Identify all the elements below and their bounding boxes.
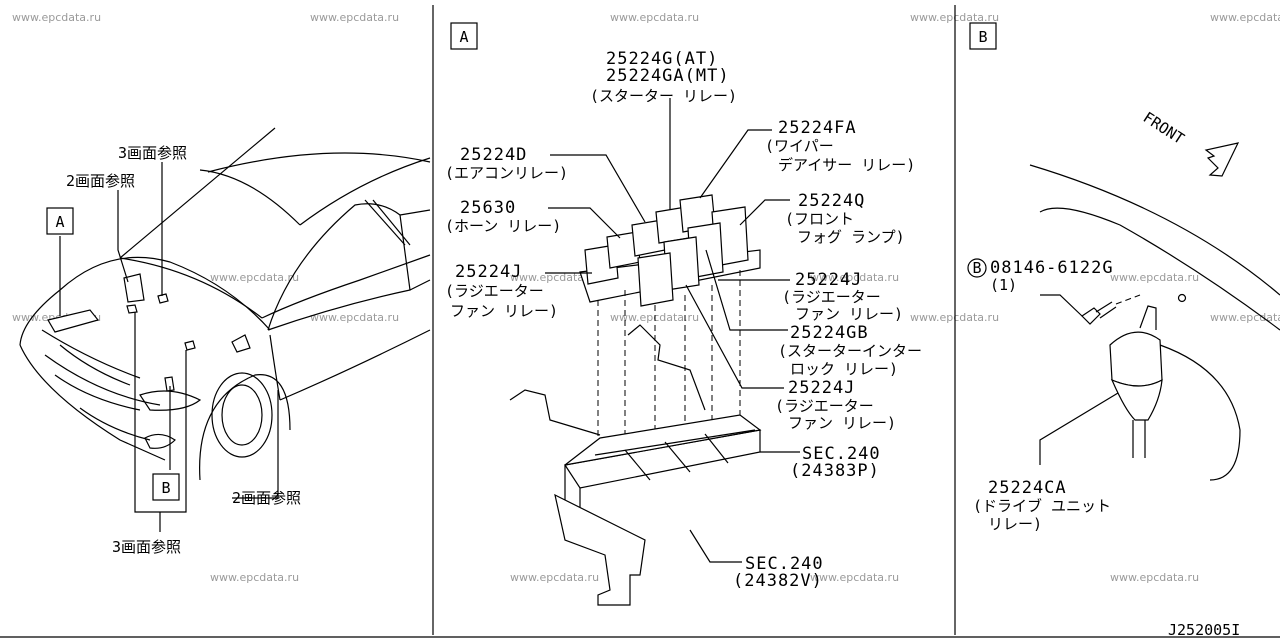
label-front-fog-1: 25224Q [798,191,865,211]
label-starter-relay-1: 25224G(AT) [606,49,718,69]
watermark: www.epcdata.ru [210,571,299,584]
bolt-part-number: 08146-6122G [990,258,1114,278]
label-rad-left-1: 25224J [455,262,522,282]
drive-relay-base [1110,378,1163,421]
drive-relay [1109,331,1163,387]
label-rad-left-2: (ラジエーター [445,282,544,300]
panel-b-label: B [978,28,987,46]
ref-2-bottom: 2画面参照 [232,489,301,507]
bracket-arm [509,389,601,436]
harness-arm [627,324,706,411]
watermark: www.epcdata.ru [1110,271,1199,284]
front-arrow-icon [1204,142,1240,177]
label-wiper-3: デアイサー リレー) [778,156,915,174]
watermark: www.epcdata.ru [810,571,899,584]
watermark: www.epcdata.ru [510,571,599,584]
watermark: www.epcdata.ru [1210,311,1280,324]
relay-wire [1132,420,1146,458]
label-front-fog-2: (フロント [785,210,854,228]
label-wiper-2: (ワイパー [765,137,834,155]
watermark: www.epcdata.ru [310,311,399,324]
watermark: www.epcdata.ru [610,11,699,24]
car-panel: A B 3画面参照 2画面参照 2画面参照 3画面参照 [19,127,431,556]
callout-b-label: B [161,479,170,497]
callout-box-b [152,473,180,501]
relay-bracket [579,194,761,307]
label-aircon-2: (エアコンリレー) [445,164,568,182]
label-sec-lower-2: (24382V) [733,571,823,591]
label-rad-right1-3: ファン リレー) [795,305,903,323]
relay-bracket-tab [1139,305,1157,330]
drive-relay-part: 25224CA [988,478,1067,498]
drive-relay-leader [1039,392,1119,465]
label-rad-left-3: ファン リレー) [450,302,558,320]
label-front-fog-3: フォグ ランプ) [797,228,905,246]
watermark: www.epcdata.ru [210,271,299,284]
watermark: www.epcdata.ru [310,11,399,24]
relay-tray [564,414,762,530]
ref-3-top: 3画面参照 [118,144,187,162]
ref-3-bottom: 3画面参照 [112,538,181,556]
relay-rad-right2 [637,252,674,307]
watermark: www.epcdata.ru [1110,571,1199,584]
watermark: www.epcdata.ru [510,271,599,284]
panel-b-box [969,22,997,50]
panel-a-box [450,22,478,50]
label-rad-right2-1: 25224J [788,378,855,398]
label-sec-upper-1: SEC.240 [802,444,881,464]
bolt-leader [1040,294,1083,317]
drive-relay-name-2: リレー) [988,515,1042,533]
label-sec-upper-2: (24383P) [790,461,880,481]
label-aircon-1: 25224D [460,145,527,165]
label-interlock-1: 25224GB [790,323,869,343]
bolt-shank [1095,301,1117,319]
mount-hole [1177,293,1187,303]
bolt-head-icon [1081,307,1101,325]
front-indicator: FRONT [1140,108,1188,148]
label-starter-relay-3: (スターター リレー) [590,87,737,105]
label-starter-relay-2: 25224GA(MT) [606,66,730,86]
label-interlock-2: (スターターインター [778,342,922,360]
lower-mount [554,493,646,606]
relay-panel: A [445,22,922,606]
watermark: www.epcdata.ru [810,271,899,284]
label-sec-lower-1: SEC.240 [745,554,824,574]
drive-relay-name-1: (ドライブ ユニット [973,497,1111,515]
body-curve-lower [1039,207,1280,331]
leader-ref2-top [117,190,129,283]
car-illustration [19,127,431,481]
callout-box-a [46,207,74,235]
bolt-callout-icon [967,258,987,278]
panel-a-label: A [459,28,468,46]
label-horn-1: 25630 [460,198,516,218]
label-rad-right2-2: (ラジエーター [775,397,874,415]
relay-leaders [545,98,800,563]
label-horn-2: (ホーン リレー) [445,217,561,235]
ref-2-top: 2画面参照 [66,172,135,190]
diagram-code: J252005I [1168,621,1240,639]
body-curve-upper [1029,164,1280,296]
bolt-axis [1115,294,1141,305]
callout-a-label: A [55,213,64,231]
leader-ref2-bottom [232,390,279,499]
bolt-callout-label: B [972,259,981,277]
label-interlock-3: ロック リレー) [790,360,898,378]
label-rad-right1-1: 25224J [795,270,862,290]
drive-panel: B FRONT B 08146-6122G (1) 25224CA (ドライブ … [967,22,1280,639]
bolt-quantity: (1) [990,276,1017,294]
watermark: www.epcdata.ru [1210,11,1280,24]
watermark: www.epcdata.ru [12,11,101,24]
mount-outline [1159,344,1241,481]
label-rad-right2-3: ファン リレー) [788,414,896,432]
front-label: FRONT [1140,108,1188,148]
label-rad-right1-2: (ラジエーター [782,288,881,306]
label-wiper-1: 25224FA [778,118,857,138]
